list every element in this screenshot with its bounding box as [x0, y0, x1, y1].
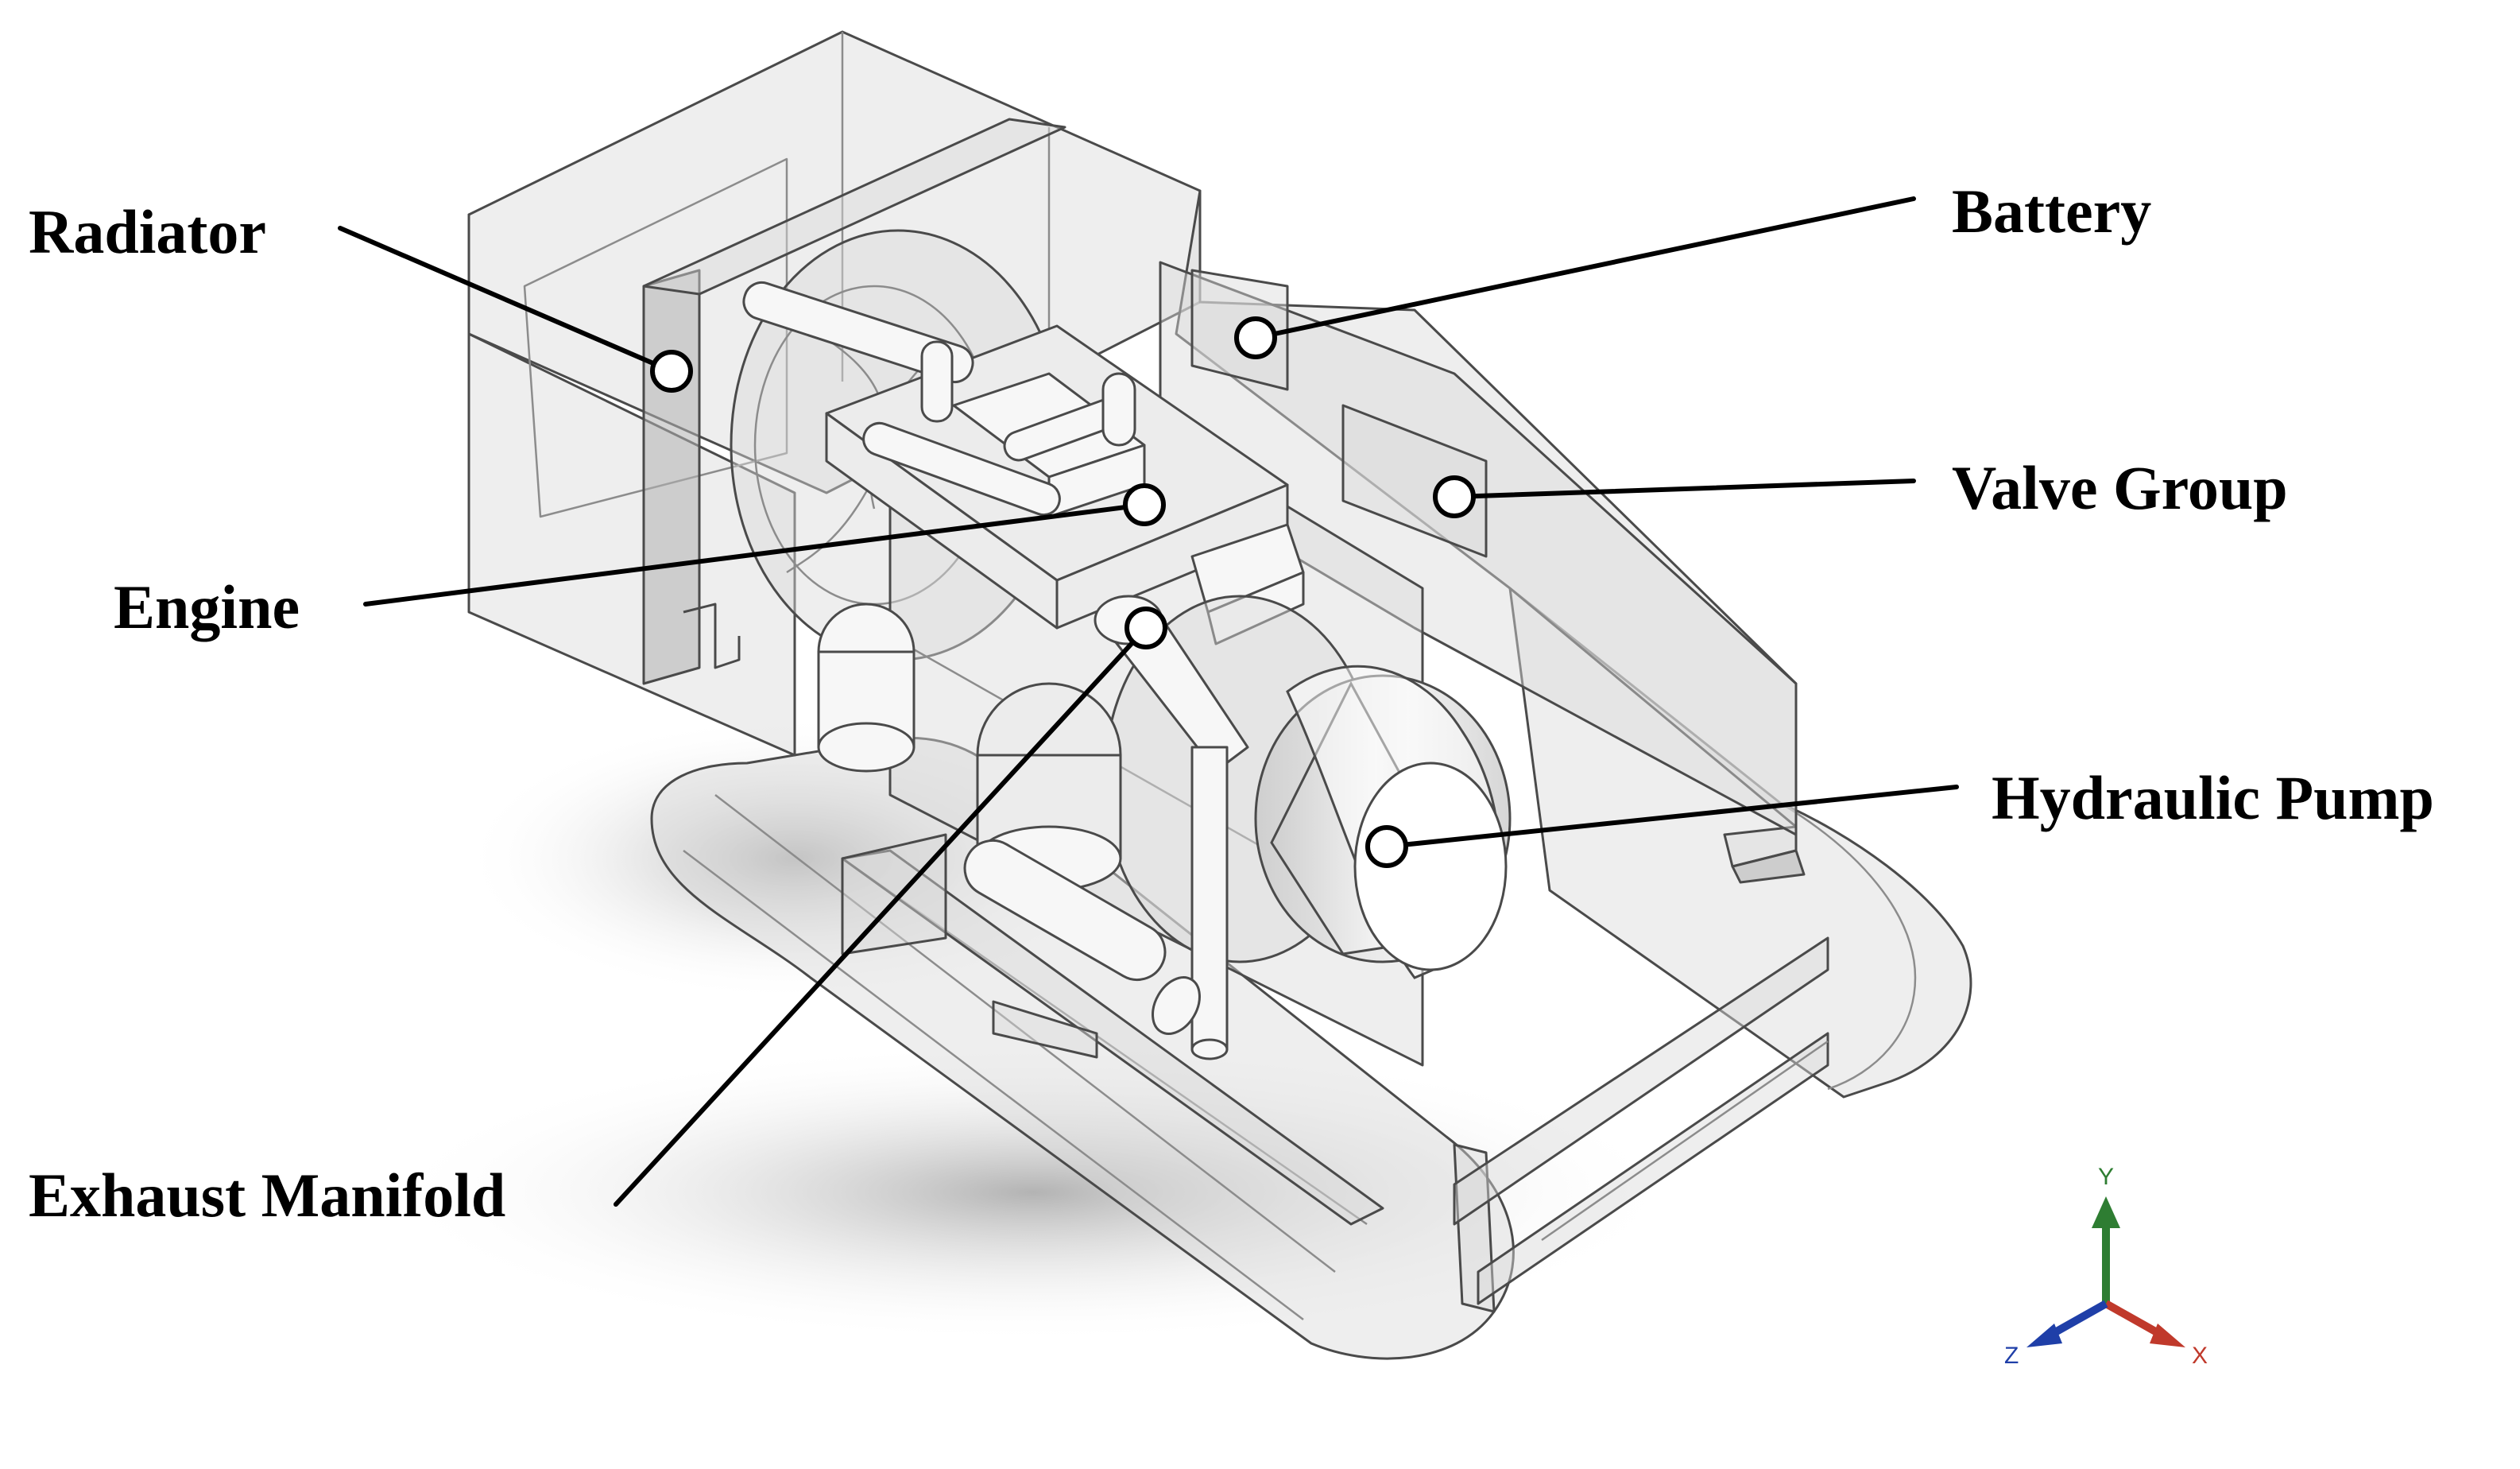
marker-engine — [1123, 483, 1166, 526]
axis-z-arrowhead — [2026, 1324, 2062, 1347]
leader-engine — [363, 502, 1147, 607]
leader-valve-group — [1452, 479, 1916, 499]
leader-lines — [338, 196, 1959, 1207]
axis-y-label: Y — [2098, 1164, 2114, 1190]
marker-hydraulic-pump — [1365, 825, 1408, 868]
right-side-panel — [1159, 189, 1798, 836]
hydraulic-pump-body — [976, 595, 1512, 979]
leader-battery — [1253, 196, 1916, 340]
axis-x-arrowhead — [2150, 1324, 2185, 1347]
leader-radiator — [338, 226, 674, 374]
ground-shadow — [381, 715, 1685, 1343]
axis-z-label: Z — [2004, 1343, 2019, 1369]
marker-valve-group — [1433, 475, 1476, 518]
right-crawler-track — [1508, 587, 1972, 1099]
label-engine: Engine — [114, 572, 300, 641]
engine-top-assembly — [742, 281, 1305, 773]
leader-exhaust-manifold — [614, 626, 1148, 1207]
label-hydraulic-pump: Hydraulic Pump — [1992, 763, 2434, 832]
marker-battery — [1234, 316, 1277, 359]
axis-x-label: X — [2192, 1343, 2208, 1369]
label-exhaust-manifold: Exhaust Manifold — [29, 1161, 505, 1230]
marker-exhaust-manifold — [1125, 607, 1167, 649]
left-crawler-track — [650, 737, 1515, 1360]
component-labels: Radiator Battery Valve Group Engine Hydr… — [29, 176, 2434, 1230]
axis-y-arrowhead — [2092, 1196, 2120, 1228]
cross-rails — [1453, 936, 1829, 1305]
marker-radiator — [650, 350, 693, 393]
leader-hydraulic-pump — [1384, 785, 1959, 849]
callout-markers — [650, 316, 1476, 868]
label-battery: Battery — [1952, 176, 2151, 246]
label-valve-group: Valve Group — [1952, 453, 2288, 522]
axis-triad: Y X Z — [2004, 1164, 2208, 1369]
label-radiator: Radiator — [29, 197, 266, 266]
